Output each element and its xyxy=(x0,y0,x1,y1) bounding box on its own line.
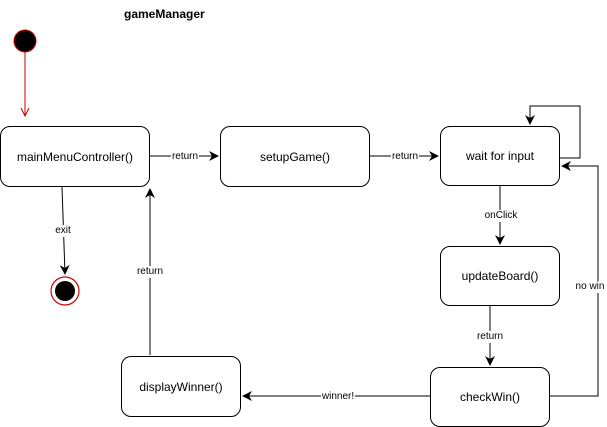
final-state-dot xyxy=(55,281,75,301)
label-display-to-main: return xyxy=(135,266,165,278)
state-wait-for-input[interactable]: wait for input xyxy=(440,126,560,186)
state-update-board[interactable]: updateBoard() xyxy=(440,246,560,306)
label-setup-to-wait: return xyxy=(390,151,420,163)
label-main-to-final: exit xyxy=(54,225,72,237)
initial-state xyxy=(13,29,37,53)
diagram-title: gameManager xyxy=(124,7,205,21)
state-main-menu-controller[interactable]: mainMenuController() xyxy=(0,126,150,187)
label-check-to-display: winner! xyxy=(320,391,356,403)
label-check-to-wait: no win xyxy=(574,281,606,293)
state-display-winner[interactable]: displayWinner() xyxy=(121,356,241,417)
label-main-to-setup: return xyxy=(170,151,200,163)
label-wait-to-update: onClick xyxy=(483,210,519,222)
state-setup-game[interactable]: setupGame() xyxy=(220,126,370,187)
edge-wait-self-loop xyxy=(525,105,581,159)
state-check-win[interactable]: checkWin() xyxy=(430,367,550,427)
label-update-to-check: return xyxy=(475,331,505,343)
